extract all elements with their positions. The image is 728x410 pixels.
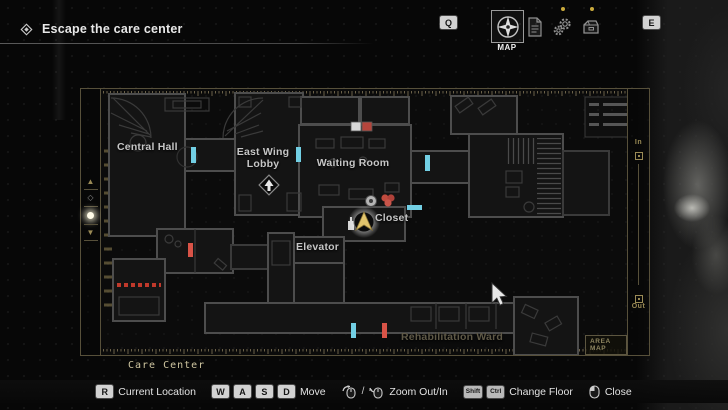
zoom-out-label: Out <box>631 303 646 310</box>
control-label: Move <box>299 385 326 398</box>
item-box-icon <box>350 121 362 132</box>
key-badge-shift: Shift <box>463 385 483 398</box>
separator: / <box>361 386 365 397</box>
tab-map-label: MAP <box>497 43 517 52</box>
zoom-out-button[interactable] <box>634 295 643 303</box>
room-label-rehabilitation-ward: Rehabilitation Ward <box>401 331 503 343</box>
room-label-central-hall: Central Hall <box>117 141 178 153</box>
door-locked <box>382 323 387 338</box>
floor-down-arrow-icon[interactable]: ▼ <box>86 228 95 237</box>
room-label-east-wing-lobby: East Wing Lobby <box>236 146 290 170</box>
floor-other-icon: ◇ <box>87 193 94 202</box>
mouse-cursor <box>491 281 508 306</box>
control-move: W A S D Move <box>211 385 326 398</box>
stairs-up-icon <box>258 174 280 196</box>
room-central-hall <box>108 93 186 237</box>
control-bar: R Current Location W A S D Move / <box>0 380 728 403</box>
ruler-bottom <box>102 349 627 355</box>
room-far-right <box>562 150 610 216</box>
key-badge-ctrl: Ctrl <box>487 385 505 398</box>
stairs-hatch-right <box>537 138 561 215</box>
control-label: Current Location <box>118 385 196 398</box>
room-bottom-left <box>112 258 166 322</box>
save-point-icon <box>361 121 373 132</box>
door-normal <box>351 323 356 338</box>
gears-icon <box>553 18 571 36</box>
tab-records[interactable] <box>581 17 601 36</box>
player-arrow-icon <box>355 211 373 232</box>
furniture-layer <box>110 96 563 347</box>
mouse-scroll-up-icon <box>341 384 356 399</box>
control-label: Change Floor <box>509 385 573 398</box>
player-marker <box>348 206 380 238</box>
herb-icon <box>381 194 395 207</box>
key-badge-d: D <box>277 385 295 398</box>
key-badge-a: A <box>233 385 251 398</box>
control-label: Zoom Out/In <box>389 385 448 398</box>
objective-diamond-icon <box>20 22 33 36</box>
floor-selector: ▲ ◇ ▼ <box>81 89 101 355</box>
stairs-hatch-top <box>507 138 537 164</box>
light-streak <box>52 0 66 120</box>
room-top-a <box>300 96 360 125</box>
objective-bar: Escape the care center <box>20 22 183 36</box>
area-map-button[interactable]: AREA MAP <box>585 335 627 355</box>
key-badge-r: R <box>96 385 114 398</box>
notification-dot <box>561 7 565 11</box>
map-viewport[interactable]: Central Hall East Wing Lobby Waiting Roo… <box>101 89 627 355</box>
door-locked <box>188 243 193 257</box>
room-label-waiting-room: Waiting Room <box>316 157 390 169</box>
corridor-vertical <box>293 262 345 306</box>
door-markers <box>117 147 430 338</box>
floor-map-svg <box>102 90 627 355</box>
background-room-scene <box>636 0 728 410</box>
mouse-scroll-down-icon <box>369 386 383 399</box>
door-normal <box>296 147 301 162</box>
objective-underline <box>0 43 374 44</box>
room-label-closet: Closet <box>375 212 409 224</box>
zoom-in-label: In <box>634 139 643 146</box>
corridor-rehabilitation <box>204 302 522 334</box>
room-top-b <box>360 96 410 125</box>
control-zoom: / Zoom Out/In <box>341 384 448 399</box>
room-top-right <box>450 95 518 135</box>
control-change-floor: Shift Ctrl Change Floor <box>463 385 573 398</box>
prev-tab-key-badge: Q <box>440 16 457 29</box>
zoom-control: In Out <box>627 89 649 355</box>
mouse-icon <box>589 384 600 399</box>
tab-files[interactable] <box>527 17 543 37</box>
case-icon <box>583 20 599 34</box>
tab-tuneup[interactable] <box>552 17 572 37</box>
key-badge-s: S <box>255 385 273 398</box>
next-tab-key-badge: E <box>643 16 660 29</box>
floor-up-arrow-icon[interactable]: ▲ <box>86 177 95 186</box>
room-label-elevator: Elevator <box>296 241 340 253</box>
door-normal <box>191 147 196 163</box>
objective-text: Escape the care center <box>42 22 183 36</box>
door-normal <box>425 155 430 171</box>
compass-icon <box>496 15 519 38</box>
zoom-in-button[interactable] <box>634 152 643 160</box>
corridor-east <box>410 150 470 184</box>
control-label: Close <box>604 385 632 398</box>
door-normal <box>407 205 422 210</box>
notification-dot <box>590 7 594 11</box>
zoom-track[interactable] <box>638 164 639 285</box>
map-panel: ▲ ◇ ▼ <box>80 88 650 356</box>
tab-map[interactable] <box>491 10 524 43</box>
control-current-location: R Current Location <box>96 385 196 398</box>
map-legend <box>584 96 627 138</box>
floor-current-icon <box>87 212 94 219</box>
ruler-top <box>102 90 627 96</box>
corridor-mid <box>230 244 272 270</box>
area-name-label: Care Center <box>128 360 206 371</box>
key-badge-w: W <box>211 385 229 398</box>
control-close: Close <box>589 384 632 399</box>
